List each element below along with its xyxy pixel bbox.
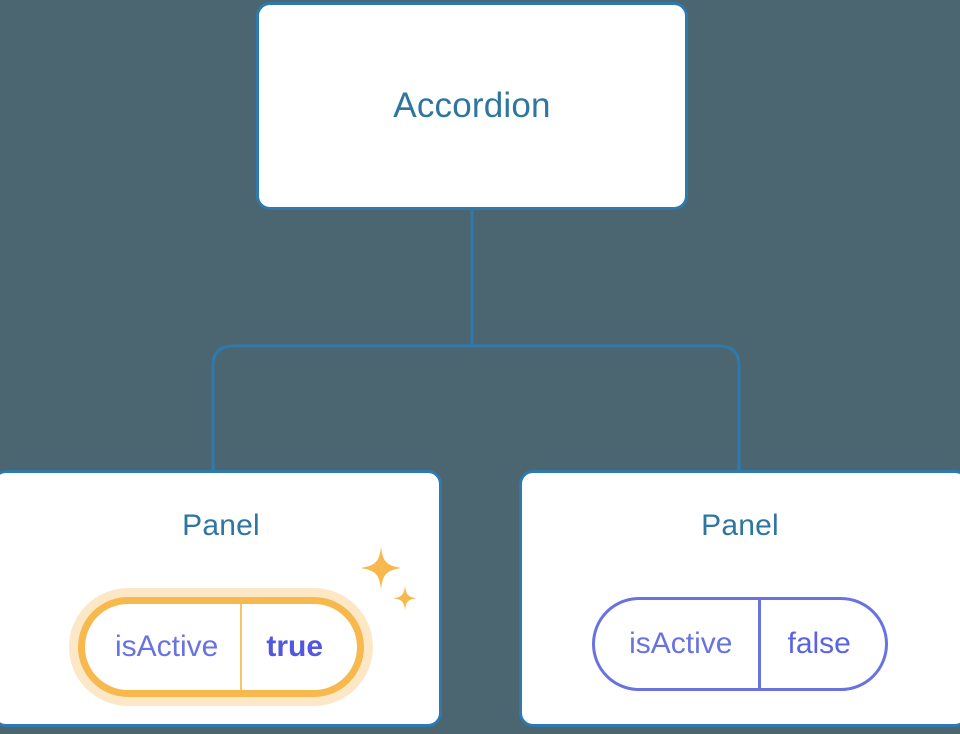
connector-rail <box>211 344 741 470</box>
node-panel-active[interactable]: Panel isActive true <box>0 470 442 727</box>
sparkle-large-icon <box>361 547 401 589</box>
node-panel-active-title: Panel <box>182 509 260 542</box>
prop-pill-inactive[interactable]: isActive false <box>592 597 888 691</box>
prop-pill-wrapper-active: isActive true <box>0 597 439 697</box>
prop-value-active: true <box>240 604 357 690</box>
prop-key-active: isActive <box>114 630 219 663</box>
prop-value-inactive: false <box>758 600 884 688</box>
prop-pill-wrapper-inactive: isActive false <box>522 597 960 691</box>
node-accordion-title: Accordion <box>393 86 551 125</box>
prop-pill-active[interactable]: isActive true <box>77 597 365 697</box>
prop-key-inactive: isActive <box>629 627 733 660</box>
node-panel-inactive-title: Panel <box>701 509 779 542</box>
node-accordion[interactable]: Accordion <box>256 2 688 210</box>
node-panel-inactive[interactable]: Panel isActive false <box>519 470 960 727</box>
